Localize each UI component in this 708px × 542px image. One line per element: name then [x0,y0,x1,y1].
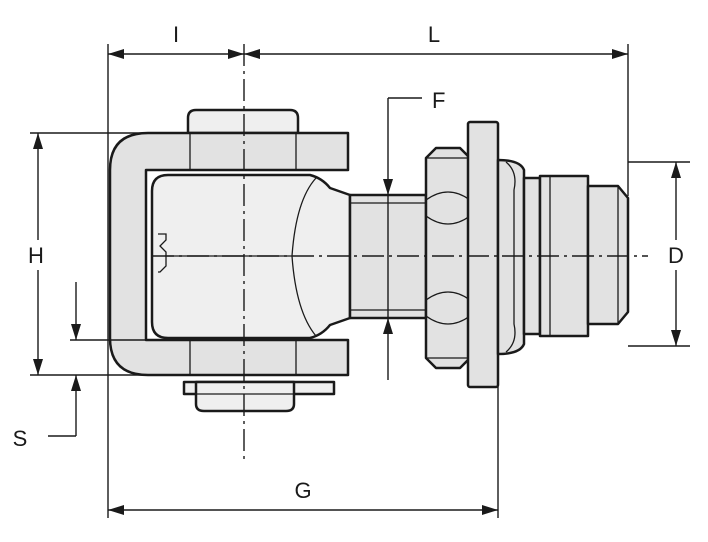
hex-nut-face-bottom [425,315,471,325]
weld-collar [496,158,526,356]
dimension-i: I [108,22,244,59]
hex-nut [424,146,472,370]
label-l: L [428,22,440,47]
dimensions: I L F H [13,22,694,518]
dimension-g: G [108,478,498,515]
label-d: D [668,243,684,268]
grease-nipple [158,233,167,273]
dimension-h: H [18,133,58,375]
dimension-l: L [244,22,628,59]
hex-nut-face-mid-bottom [425,291,471,301]
weld-collar-groove [505,161,516,353]
center-lines [152,44,648,460]
label-i: I [173,22,179,47]
label-f: F [432,88,445,113]
label-s: S [13,426,28,451]
bolt-tip [586,184,630,326]
label-g: G [294,478,311,503]
flat-washer [466,120,500,389]
dimension-f: F [383,88,445,380]
u-fork [108,131,350,377]
hex-nut-face-mid-top [425,215,471,225]
hex-nut-face-top [425,191,471,201]
label-h: H [28,243,44,268]
hinge-assembly [108,108,630,413]
dimension-s: S [13,282,81,451]
pin-bottom-cap [194,380,296,413]
pin-top-cap [186,108,300,135]
dimension-d: D [660,162,694,346]
